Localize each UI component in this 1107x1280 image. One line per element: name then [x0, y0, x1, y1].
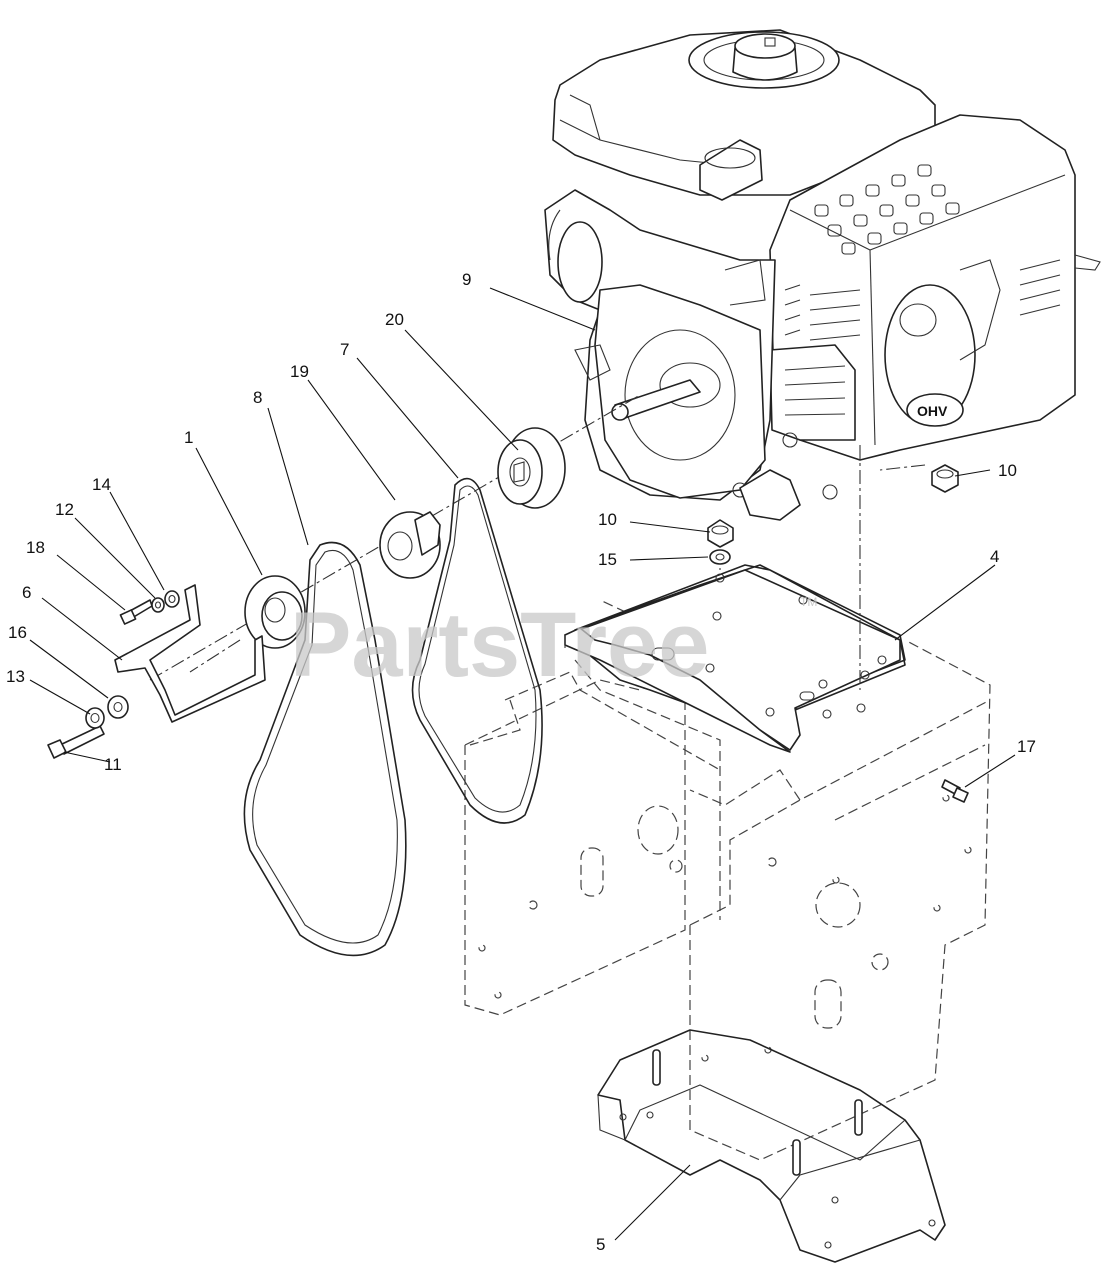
belt-inner-8	[252, 549, 398, 944]
callout-12: 12	[55, 500, 74, 519]
callout-10-lower: 10	[598, 510, 617, 529]
callout-1: 1	[184, 428, 193, 447]
engine-pulley	[497, 427, 566, 509]
engine-vent-grid	[814, 164, 960, 255]
callout-9: 9	[462, 270, 471, 289]
callout-labels: 9 20 7 19 8 1 14 12 18 6 16 13 11 10 10 …	[6, 270, 1036, 1254]
frame-assembly	[464, 599, 991, 1263]
idler-centerline	[189, 639, 241, 673]
belt-outer-8	[243, 541, 407, 957]
hardware	[47, 464, 969, 803]
idler-pulley	[244, 575, 306, 649]
callout-20: 20	[385, 310, 404, 329]
idler-arm	[114, 584, 266, 723]
ohv-badge-text: OHV	[917, 403, 948, 419]
callout-10-upper: 10	[998, 461, 1017, 480]
callout-17: 17	[1017, 737, 1036, 756]
drive-pulley	[379, 511, 441, 579]
watermark: PartsTree	[290, 594, 709, 696]
nut-centerline	[879, 464, 926, 471]
callout-14: 14	[92, 475, 111, 494]
callout-19: 19	[290, 362, 309, 381]
belt-inner-7	[418, 485, 537, 813]
callout-16: 16	[8, 623, 27, 642]
callout-5: 5	[596, 1235, 605, 1254]
callout-6: 6	[22, 583, 31, 602]
callout-13: 13	[6, 667, 25, 686]
engine-mount-plate	[564, 564, 906, 753]
belt-outer-7	[411, 477, 543, 824]
watermark-trademark: TM	[800, 595, 817, 609]
callout-4: 4	[990, 547, 999, 566]
engine: OHV	[544, 29, 1101, 521]
callout-8: 8	[253, 388, 262, 407]
callout-7: 7	[340, 340, 349, 359]
callout-leaders	[29, 287, 1016, 1241]
callout-15: 15	[598, 550, 617, 569]
callout-18: 18	[26, 538, 45, 557]
callout-11: 11	[104, 755, 122, 774]
